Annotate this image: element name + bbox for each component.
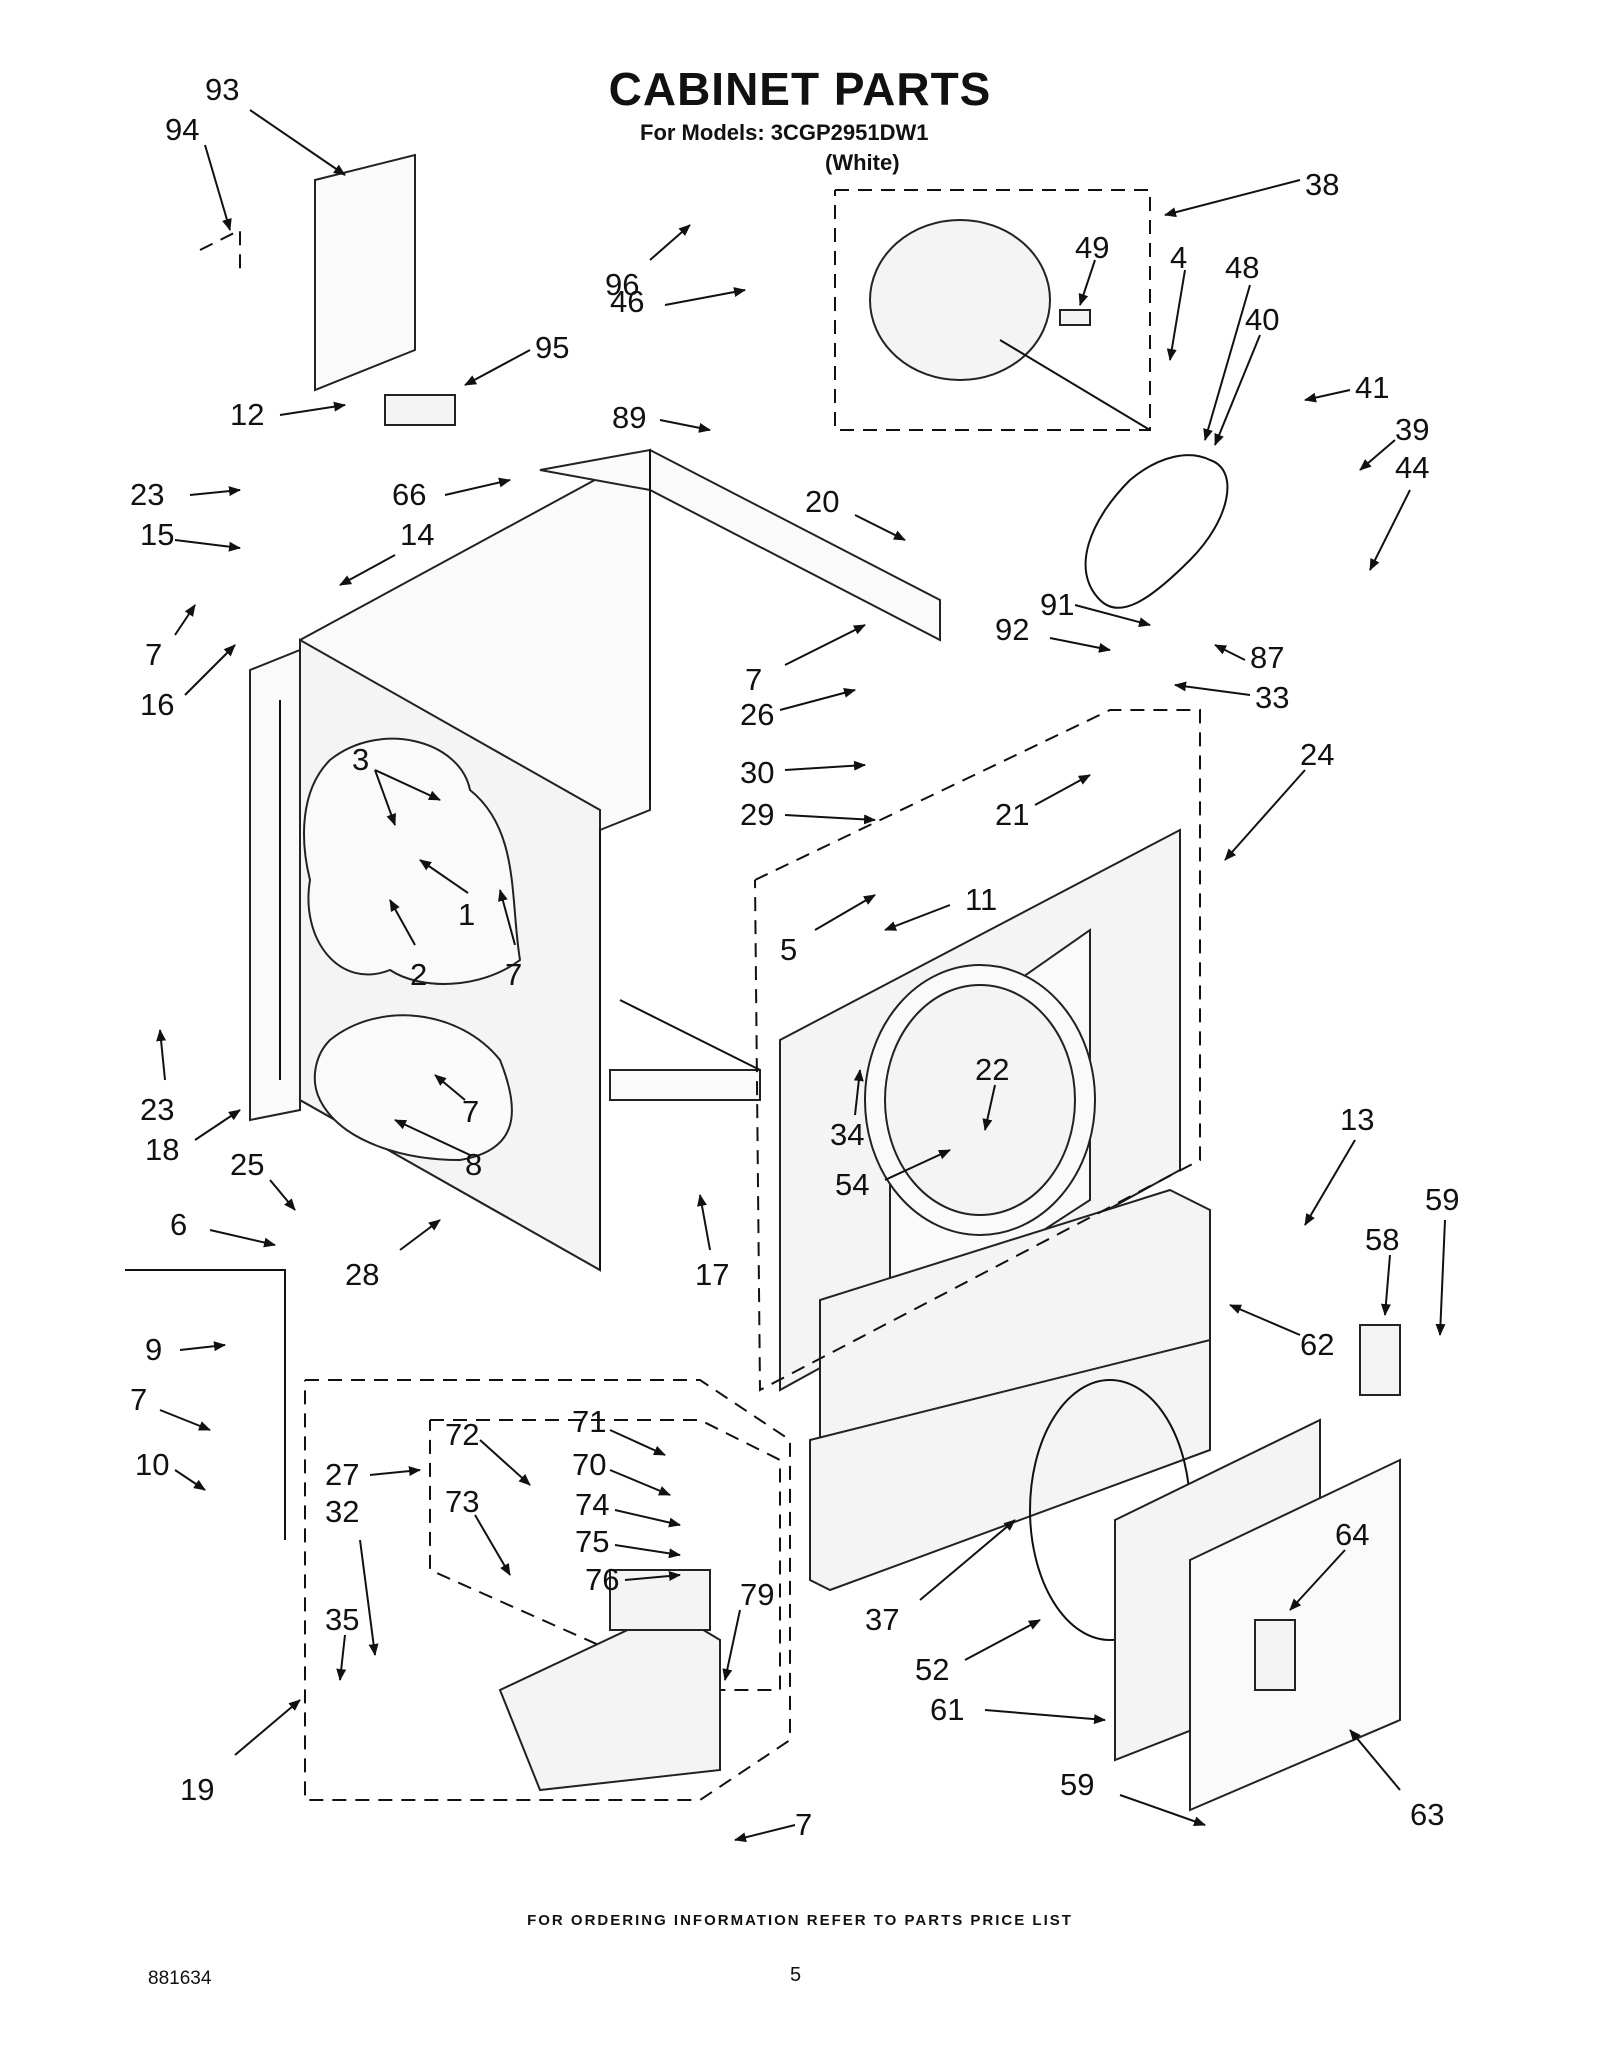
callout-7-left: 7 bbox=[145, 637, 162, 672]
callout-2: 2 bbox=[410, 957, 427, 992]
callout-62: 62 bbox=[1300, 1327, 1334, 1362]
callout-75: 75 bbox=[575, 1524, 609, 1559]
callout-22: 22 bbox=[975, 1052, 1009, 1087]
callout-58: 58 bbox=[1365, 1222, 1399, 1257]
callout-3: 3 bbox=[352, 742, 369, 777]
callout-7-cutout: 7 bbox=[505, 957, 522, 992]
callout-7-thermistor: 7 bbox=[130, 1382, 147, 1417]
callout-40: 40 bbox=[1245, 302, 1279, 337]
callout-19: 19 bbox=[180, 1772, 214, 1807]
callout-25: 25 bbox=[230, 1147, 264, 1182]
document-number: 881634 bbox=[148, 1968, 212, 1989]
callout-7-bottom: 7 bbox=[795, 1807, 812, 1842]
callout-30: 30 bbox=[740, 755, 774, 790]
callout-37: 37 bbox=[865, 1602, 899, 1637]
callout-91: 91 bbox=[1040, 587, 1074, 622]
callout-63: 63 bbox=[1410, 1797, 1444, 1832]
callout-5: 5 bbox=[780, 932, 797, 967]
ordering-note: FOR ORDERING INFORMATION REFER TO PARTS … bbox=[527, 1912, 1073, 1929]
callout-87: 87 bbox=[1250, 640, 1284, 675]
callout-89: 89 bbox=[612, 400, 646, 435]
page-title: CABINET PARTS bbox=[608, 63, 992, 115]
callout-92: 92 bbox=[995, 612, 1029, 647]
callout-79: 79 bbox=[740, 1577, 774, 1612]
lower-panel bbox=[809, 1338, 1211, 1592]
callout-38: 38 bbox=[1305, 167, 1339, 202]
callout-95: 95 bbox=[535, 330, 569, 365]
callout-33: 33 bbox=[1255, 680, 1289, 715]
callout-15: 15 bbox=[140, 517, 174, 552]
callout-20: 20 bbox=[805, 484, 839, 519]
callout-74: 74 bbox=[575, 1487, 609, 1522]
callout-27: 27 bbox=[325, 1457, 359, 1492]
front-panel bbox=[779, 828, 1181, 1392]
callout-11: 11 bbox=[965, 882, 997, 917]
callout-96: 96 bbox=[605, 267, 639, 302]
callout-34: 34 bbox=[830, 1117, 864, 1152]
callout-1: 1 bbox=[458, 897, 475, 932]
page-number: 5 bbox=[790, 1964, 802, 1986]
thermistor-outline bbox=[125, 1269, 286, 1540]
callout-23-top: 23 bbox=[130, 477, 164, 512]
model-subtitle: For Models: 3CGP2951DW1 bbox=[640, 120, 929, 145]
callout-39: 39 bbox=[1395, 412, 1429, 447]
callout-54: 54 bbox=[835, 1167, 869, 1202]
cutout-clamp-area bbox=[313, 1014, 513, 1162]
callout-72: 72 bbox=[445, 1417, 479, 1452]
callout-64: 64 bbox=[1335, 1517, 1369, 1552]
callout-12: 12 bbox=[230, 397, 264, 432]
callout-76: 76 bbox=[585, 1562, 619, 1597]
cutout-bracket-area bbox=[303, 737, 522, 985]
callout-32: 32 bbox=[325, 1494, 359, 1529]
callout-7-clamp: 7 bbox=[462, 1094, 479, 1129]
callout-17: 17 bbox=[695, 1257, 729, 1292]
callout-70: 70 bbox=[572, 1447, 606, 1482]
callout-8: 8 bbox=[465, 1147, 482, 1182]
callout-52: 52 bbox=[915, 1652, 949, 1687]
callout-49: 49 bbox=[1075, 230, 1109, 265]
callout-44: 44 bbox=[1395, 450, 1429, 485]
callout-28: 28 bbox=[345, 1257, 379, 1292]
callout-46: 46 bbox=[610, 284, 644, 319]
callout-16: 16 bbox=[140, 687, 174, 722]
callout-29: 29 bbox=[740, 797, 774, 832]
callout-23-bottom: 23 bbox=[140, 1092, 174, 1127]
callout-41: 41 bbox=[1355, 370, 1389, 405]
callout-18: 18 bbox=[145, 1132, 179, 1167]
callout-14: 14 bbox=[400, 517, 434, 552]
wire-harness-group bbox=[199, 153, 456, 426]
callout-93: 93 bbox=[205, 72, 239, 107]
door-hinge bbox=[1359, 1324, 1401, 1396]
callout-73: 73 bbox=[445, 1484, 479, 1519]
callout-48: 48 bbox=[1225, 250, 1259, 285]
callout-26: 26 bbox=[740, 697, 774, 732]
callout-6: 6 bbox=[170, 1207, 187, 1242]
callout-59-top: 59 bbox=[1425, 1182, 1459, 1217]
callout-13: 13 bbox=[1340, 1102, 1374, 1137]
color-variant: (White) bbox=[825, 150, 900, 175]
callout-10: 10 bbox=[135, 1447, 169, 1482]
drive-belt bbox=[1084, 454, 1229, 609]
callout-7-mid: 7 bbox=[745, 662, 762, 697]
callout-9: 9 bbox=[145, 1332, 162, 1367]
front-panel-outline bbox=[754, 709, 1201, 1392]
burner-assembly bbox=[498, 1608, 721, 1792]
callout-4: 4 bbox=[1170, 240, 1187, 275]
callout-35: 35 bbox=[325, 1602, 359, 1637]
callout-21: 21 bbox=[995, 797, 1029, 832]
door-handle bbox=[1254, 1619, 1296, 1691]
callout-66: 66 bbox=[392, 477, 426, 512]
callout-71: 71 bbox=[572, 1404, 606, 1439]
motor-assembly bbox=[834, 189, 1151, 431]
callout-24: 24 bbox=[1300, 737, 1334, 772]
gas-burner-outline bbox=[304, 1379, 791, 1801]
callout-59-bottom: 59 bbox=[1060, 1767, 1094, 1802]
callout-labels: 93 94 95 12 96 46 38 49 4 48 40 41 39 44… bbox=[130, 72, 1459, 1843]
callout-94: 94 bbox=[165, 112, 199, 147]
callout-61: 61 bbox=[930, 1692, 964, 1727]
